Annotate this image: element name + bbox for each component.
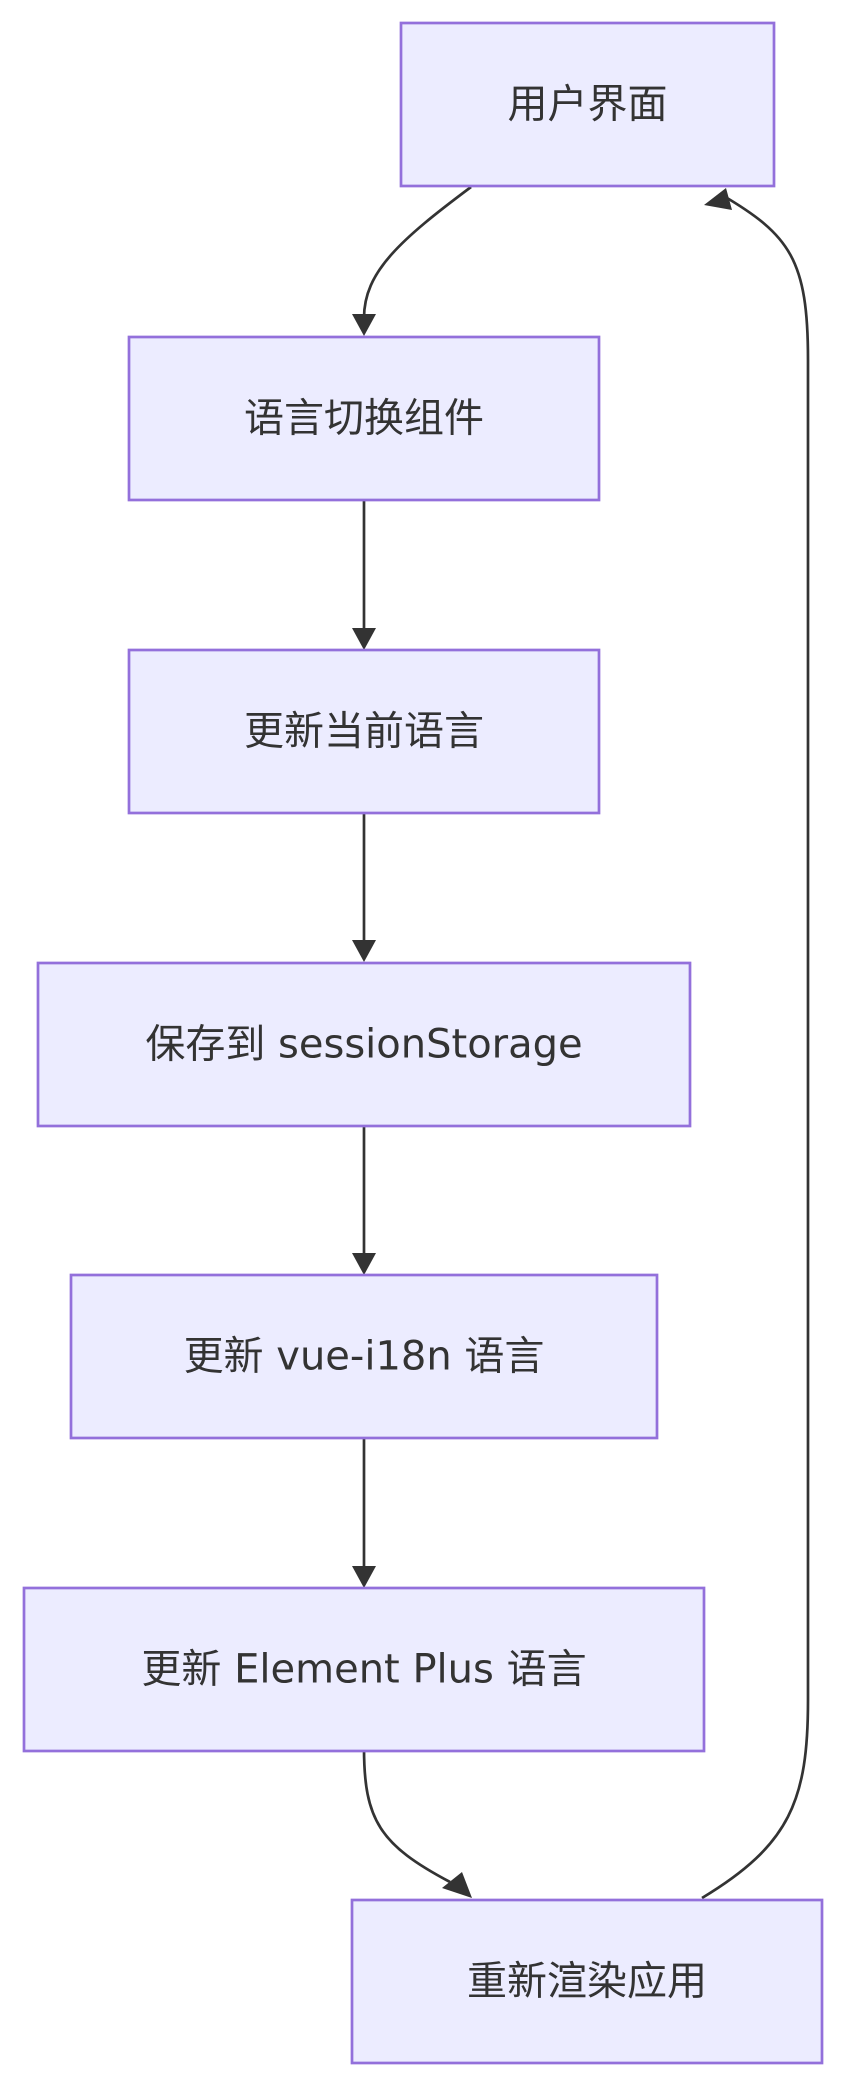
- arrowhead-update-element: [352, 1566, 376, 1588]
- node-ui: 用户界面: [399, 21, 776, 188]
- node-update-element-label: 更新 Element Plus 语言: [141, 1647, 586, 1693]
- edge-ui-to-switcher: [362, 185, 472, 319]
- edges: [352, 185, 810, 1900]
- node-update-current: 更新当前语言: [127, 648, 601, 815]
- edge-rerender-to-ui: [701, 193, 810, 1900]
- edge-update-element-to-rerender: [362, 1747, 451, 1884]
- node-switcher-label: 语言切换组件: [244, 396, 484, 442]
- arrowhead-update-i18n: [352, 1253, 376, 1275]
- node-switcher: 语言切换组件: [127, 335, 601, 502]
- arrowhead-rerender: [442, 1872, 472, 1898]
- node-update-element: 更新 Element Plus 语言: [22, 1586, 706, 1753]
- arrowhead-ui: [704, 188, 732, 210]
- node-update-i18n-label: 更新 vue-i18n 语言: [184, 1334, 545, 1380]
- node-save-session: 保存到 sessionStorage: [36, 961, 692, 1128]
- node-save-session-label: 保存到 sessionStorage: [145, 1022, 582, 1068]
- node-ui-label: 用户界面: [508, 82, 668, 128]
- node-rerender: 重新渲染应用: [350, 1898, 824, 2065]
- arrowhead-switcher: [352, 314, 376, 336]
- node-update-current-label: 更新当前语言: [244, 709, 484, 755]
- arrowhead-save-session: [352, 940, 376, 962]
- arrowhead-update-current: [352, 628, 376, 650]
- node-update-i18n: 更新 vue-i18n 语言: [69, 1273, 659, 1440]
- node-rerender-label: 重新渲染应用: [467, 1959, 707, 2005]
